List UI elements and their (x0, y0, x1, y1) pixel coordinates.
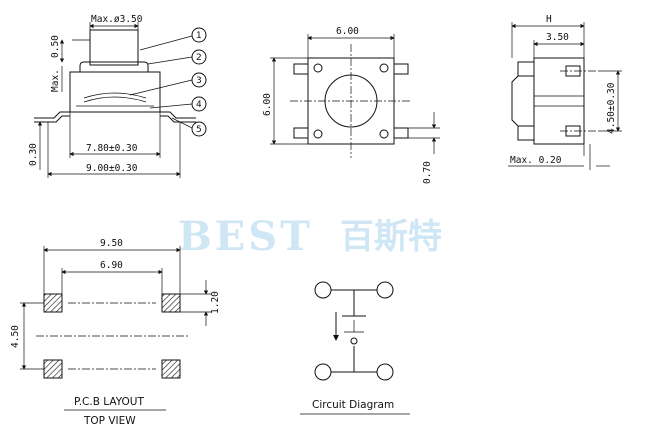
dim-max: Max. (50, 69, 61, 92)
dim-height: 0.50 (50, 35, 61, 58)
pcb-layout: 9.50 6.90 1.20 4.50 P.C.B LAYOUT TOP VIE… (10, 238, 221, 427)
dim-pcb-pitch: 4.50 (10, 325, 21, 348)
dim-end-max: Max. 0.20 (510, 155, 562, 166)
dim-pcb-pad: 1.20 (210, 291, 221, 314)
dim-lead-thickness: 0.30 (28, 143, 39, 166)
dim-overall-width: 9.00±0.30 (86, 163, 138, 174)
dim-top-height: 6.00 (262, 93, 273, 116)
dim-max-diameter: Max.ø3.50 (91, 14, 143, 25)
watermark-brand: BEST (178, 213, 313, 260)
dim-pin: 0.70 (422, 161, 433, 184)
callout-3: 3 (196, 76, 202, 86)
end-view: H 3.50 4.50±0.30 Max. 0.20 (508, 14, 622, 170)
pcb-layout-subtitle: TOP VIEW (83, 415, 136, 427)
dim-end-body: 3.50 (546, 32, 569, 43)
callout-2: 2 (196, 53, 202, 63)
callout-4: 4 (196, 100, 202, 110)
pcb-layout-title: P.C.B LAYOUT (74, 396, 144, 408)
watermark-chinese: 百斯特 (340, 217, 442, 257)
dim-pcb-outer: 9.50 (100, 238, 123, 249)
top-view: 6.00 6.00 0.70 (262, 26, 440, 184)
callout-1: 1 (196, 31, 202, 41)
dim-body-width: 7.80±0.30 (86, 143, 138, 154)
circuit-diagram: Circuit Diagram (300, 281, 410, 415)
dim-pcb-inner: 6.90 (100, 260, 123, 271)
dim-end-pitch: 4.50±0.30 (606, 82, 617, 134)
dim-end-height-label: H (546, 14, 552, 25)
circuit-diagram-title: Circuit Diagram (312, 399, 394, 411)
callout-5: 5 (196, 125, 202, 135)
dim-top-width: 6.00 (336, 26, 359, 37)
side-view: 1 2 3 4 5 Max.ø3.50 0.50 Max. 0.30 7.80±… (28, 14, 207, 178)
